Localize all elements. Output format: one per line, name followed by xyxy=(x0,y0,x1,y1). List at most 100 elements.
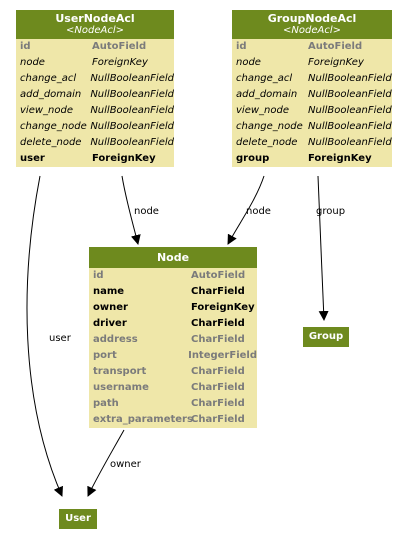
field-row-node: node ForeignKey xyxy=(232,55,392,71)
field-row-address: address CharField xyxy=(89,332,257,348)
field-name: name xyxy=(93,286,125,297)
field-type: NullBooleanField xyxy=(308,105,392,116)
field-name: port xyxy=(93,350,117,361)
field-type: CharField xyxy=(191,366,245,377)
field-name: node xyxy=(236,57,261,68)
field-type: NullBooleanField xyxy=(90,121,174,132)
field-name: id xyxy=(93,270,104,281)
field-type: CharField xyxy=(191,382,245,393)
field-row-change-acl: change_acl NullBooleanField xyxy=(232,71,392,87)
model-header: Node xyxy=(89,247,257,268)
field-type: ForeignKey xyxy=(191,302,255,313)
edge-label-groupnodeacl-group: group xyxy=(316,206,346,217)
field-row-port: port IntegerField xyxy=(89,348,257,364)
field-row-group: group ForeignKey xyxy=(232,151,392,167)
field-type: NullBooleanField xyxy=(308,89,392,100)
field-type: NullBooleanField xyxy=(90,105,174,116)
field-type: CharField xyxy=(191,286,245,297)
field-type: AutoField xyxy=(308,41,363,52)
field-type: ForeignKey xyxy=(308,57,364,68)
edge-label-usernodeacl-user: user xyxy=(49,333,71,344)
model-title: GroupNodeAcl xyxy=(267,12,357,25)
field-type: CharField xyxy=(191,318,245,329)
field-type: NullBooleanField xyxy=(90,73,174,84)
edge-label-node-owner: owner xyxy=(110,459,141,470)
field-name: address xyxy=(93,334,138,345)
model-header: GroupNodeAcl <NodeAcl> xyxy=(232,10,392,39)
field-row-id: id AutoField xyxy=(232,39,392,55)
field-row-user: user ForeignKey xyxy=(16,151,174,167)
field-name: add_domain xyxy=(20,89,82,100)
field-name: group xyxy=(236,153,270,164)
field-type: ForeignKey xyxy=(92,57,148,68)
field-type: NullBooleanField xyxy=(308,137,392,148)
field-name: path xyxy=(93,398,119,409)
field-row-name: name CharField xyxy=(89,284,257,300)
model-header: UserNodeAcl <NodeAcl> xyxy=(16,10,174,39)
field-type: NullBooleanField xyxy=(308,73,392,84)
field-name: owner xyxy=(93,302,128,313)
field-type: ForeignKey xyxy=(92,153,156,164)
edge-label-usernodeacl-node: node xyxy=(134,206,159,217)
field-type: NullBooleanField xyxy=(90,137,174,148)
field-row-delete-node: delete_node NullBooleanField xyxy=(16,135,174,151)
field-name: transport xyxy=(93,366,147,377)
field-type: CharField xyxy=(191,334,245,345)
field-row-add-domain: add_domain NullBooleanField xyxy=(232,87,392,103)
edge-label-groupnodeacl-node: node xyxy=(246,206,271,217)
field-name: change_acl xyxy=(236,73,293,84)
field-name: id xyxy=(236,41,247,52)
field-type: NullBooleanField xyxy=(90,89,174,100)
field-row-id: id AutoField xyxy=(89,268,257,284)
field-name: view_node xyxy=(20,105,73,116)
field-type: IntegerField xyxy=(188,350,257,361)
field-row-add-domain: add_domain NullBooleanField xyxy=(16,87,174,103)
field-type: CharField xyxy=(191,414,245,425)
model-title: UserNodeAcl xyxy=(55,12,135,25)
field-name: delete_node xyxy=(236,137,298,148)
field-name: user xyxy=(20,153,45,164)
field-name: node xyxy=(20,57,45,68)
model-user[interactable]: User xyxy=(59,509,97,529)
field-name: username xyxy=(93,382,149,393)
field-type: NullBooleanField xyxy=(308,121,392,132)
edge-groupnodeacl-group xyxy=(317,175,329,321)
field-name: change_node xyxy=(20,121,87,132)
edge-node-user xyxy=(87,429,125,497)
field-row-change-node: change_node NullBooleanField xyxy=(232,119,392,135)
field-type: ForeignKey xyxy=(308,153,372,164)
field-name: id xyxy=(20,41,31,52)
field-row-id: id AutoField xyxy=(16,39,174,55)
field-name: driver xyxy=(93,318,127,329)
edge-groupnodeacl-node xyxy=(227,175,265,245)
model-title: Group xyxy=(308,331,344,342)
field-row-view-node: view_node NullBooleanField xyxy=(16,103,174,119)
field-row-path: path CharField xyxy=(89,396,257,412)
model-group[interactable]: Group xyxy=(303,327,349,347)
field-type: CharField xyxy=(191,398,245,409)
field-type: AutoField xyxy=(191,270,246,281)
field-row-owner: owner ForeignKey xyxy=(89,300,257,316)
model-title: User xyxy=(65,513,91,524)
model-title: Node xyxy=(156,251,190,264)
edge-usernodeacl-node xyxy=(121,175,141,245)
field-name: add_domain xyxy=(236,89,298,100)
field-row-username: username CharField xyxy=(89,380,257,396)
edge-usernodeacl-user xyxy=(26,175,63,497)
field-name: delete_node xyxy=(20,137,82,148)
field-name: change_node xyxy=(236,121,303,132)
field-row-delete-node: delete_node NullBooleanField xyxy=(232,135,392,151)
field-type: AutoField xyxy=(92,41,147,52)
field-row-transport: transport CharField xyxy=(89,364,257,380)
field-row-driver: driver CharField xyxy=(89,316,257,332)
